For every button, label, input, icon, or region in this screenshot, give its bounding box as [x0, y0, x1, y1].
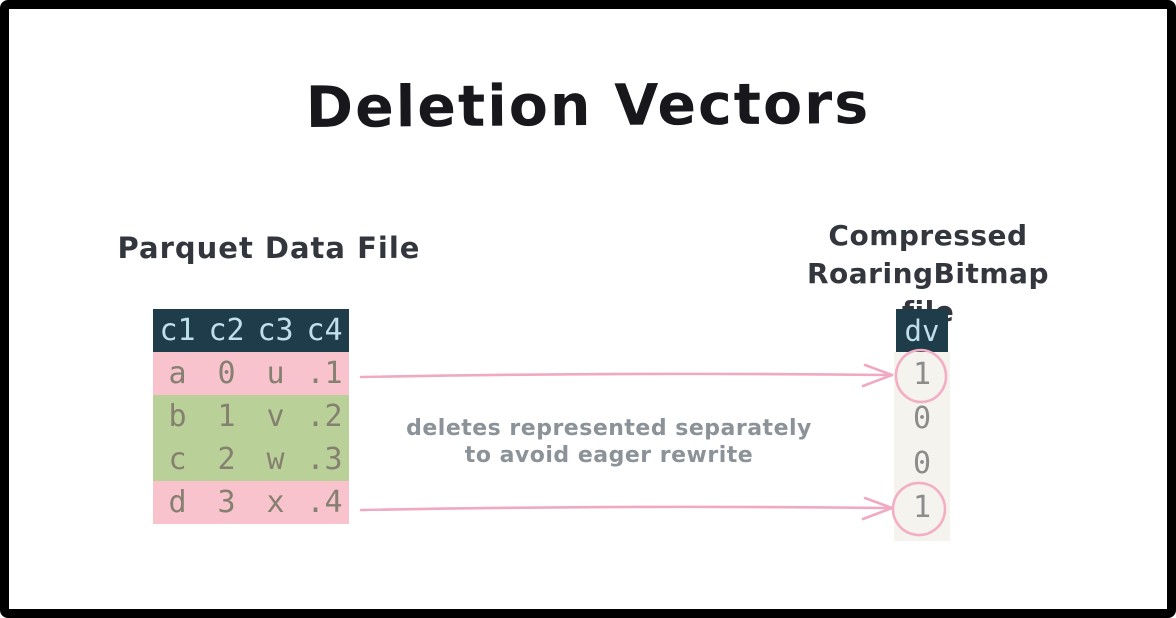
table-cell: 2: [217, 442, 236, 477]
table-cell: v: [266, 399, 285, 434]
table-cell: c: [168, 442, 187, 477]
table-cell: .3: [306, 442, 343, 477]
annotation-line2: to avoid eager rewrite: [464, 443, 754, 468]
table-cell: a: [168, 356, 187, 391]
parquet-table: c1 c2 c3 c4 a 0 u .1 b 1 v .2 c 2 w .3 d…: [153, 309, 349, 524]
table-cell: 0: [217, 356, 236, 391]
table-row-deleted-2: d 3 x .4: [153, 481, 349, 524]
arrow-row1-to-dv1: [359, 363, 894, 388]
page-title: Deletion Vectors: [305, 71, 871, 141]
header-cell-c3: c3: [257, 313, 294, 348]
dv-value: 0: [912, 445, 932, 481]
dv-value: 0: [912, 401, 932, 437]
arrow-row4-to-dv4: [359, 496, 894, 521]
table-cell: w: [266, 442, 285, 477]
table-cell: b: [168, 399, 187, 434]
dv-value: 1: [912, 490, 932, 526]
dv-column: 1 0 0 1: [894, 352, 950, 541]
table-row-deleted-1: a 0 u .1: [153, 352, 349, 395]
parquet-file-label: Parquet Data File: [117, 231, 421, 265]
header-cell-c1: c1: [159, 313, 196, 348]
parquet-table-header-row: c1 c2 c3 c4: [153, 309, 349, 352]
annotation-text: deletes represented separately to avoid …: [399, 415, 819, 469]
table-cell: 3: [217, 485, 236, 520]
table-cell: .4: [306, 485, 343, 520]
table-cell: 1: [217, 399, 236, 434]
table-cell: .1: [306, 356, 343, 391]
roaringbitmap-label-line2: RoaringBitmap file: [806, 257, 1049, 328]
roaringbitmap-label-line1: Compressed: [828, 219, 1028, 252]
annotation-line1: deletes represented separately: [406, 416, 812, 441]
table-row-live-1: b 1 v .2: [153, 395, 349, 438]
header-cell-c4: c4: [306, 313, 343, 348]
table-cell: .2: [306, 399, 343, 434]
table-cell: x: [266, 485, 285, 520]
dv-column-header: dv: [896, 309, 948, 352]
table-row-live-2: c 2 w .3: [153, 438, 349, 481]
dv-value: 1: [912, 356, 932, 392]
header-cell-c2: c2: [208, 313, 245, 348]
roaringbitmap-file-label: Compressed RoaringBitmap file: [777, 217, 1079, 331]
table-cell: u: [266, 356, 285, 391]
table-cell: d: [168, 485, 187, 520]
